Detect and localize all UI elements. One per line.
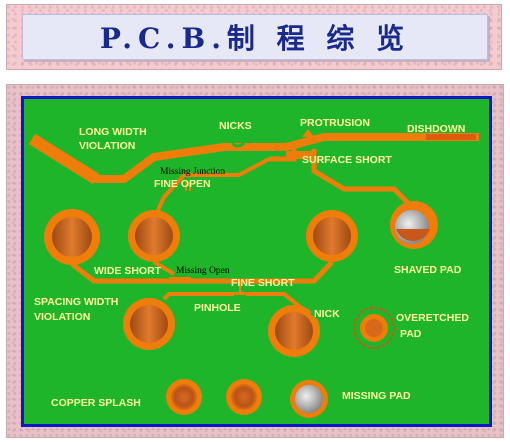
label-overetched: OVERETCHED <box>396 312 469 324</box>
pad-center-left <box>128 210 180 262</box>
label-fine-open: FINE OPEN <box>154 178 211 190</box>
label-protrusion: PROTRUSION <box>300 117 370 129</box>
label-missing-pad: MISSING PAD <box>342 390 411 402</box>
title-banner: P.C.B.制 程 综 览 <box>6 4 502 70</box>
label-missing-open: Missing Open <box>176 266 230 276</box>
label-fine-short: FINE SHORT <box>231 277 295 289</box>
title-panel: P.C.B.制 程 综 览 <box>22 14 488 60</box>
pad-spacing-violation <box>123 298 175 350</box>
pcb-diagram: LONG WIDTH VIOLATION NICKS PROTRUSION DI… <box>28 117 479 418</box>
label-spacing-width: SPACING WIDTH <box>34 296 118 308</box>
label-dishdown: DISHDOWN <box>407 123 465 135</box>
label-long-width: LONG WIDTH <box>79 126 147 138</box>
fine-short-trace <box>162 282 311 316</box>
label-copper-splash: COPPER SPLASH <box>51 397 141 409</box>
pcb-board: LONG WIDTH VIOLATION NICKS PROTRUSION DI… <box>21 96 492 427</box>
overetched-pad <box>353 307 395 349</box>
label-nick: NICK <box>314 308 340 320</box>
page-title: P.C.B.制 程 综 览 <box>99 22 411 55</box>
pad-left <box>44 209 100 265</box>
label-surface-short: SURFACE SHORT <box>302 154 392 166</box>
missing-pad <box>290 380 328 418</box>
long-width-trace <box>28 129 479 185</box>
label-nicks: NICKS <box>219 120 252 132</box>
label-overetched-2: PAD <box>400 328 422 340</box>
pad-nick <box>268 305 321 357</box>
shaved-pad <box>390 201 438 249</box>
wide-short-trace <box>70 260 334 284</box>
pcb-diagram-frame: LONG WIDTH VIOLATION NICKS PROTRUSION DI… <box>6 84 504 438</box>
label-missing-junction: Missing Junction <box>160 167 225 177</box>
label-long-width-2: VIOLATION <box>79 140 135 152</box>
label-wide-short: WIDE SHORT <box>94 265 162 277</box>
copper-splash-pad-1 <box>166 379 202 415</box>
pad-center-right <box>306 210 358 262</box>
label-pinhole: PINHOLE <box>194 302 241 314</box>
copper-splash-pad-2 <box>226 379 262 415</box>
label-shaved-pad: SHAVED PAD <box>394 264 462 276</box>
surface-short-trace <box>269 147 411 206</box>
label-spacing-width-2: VIOLATION <box>34 311 90 323</box>
fine-open-trace <box>152 157 270 220</box>
